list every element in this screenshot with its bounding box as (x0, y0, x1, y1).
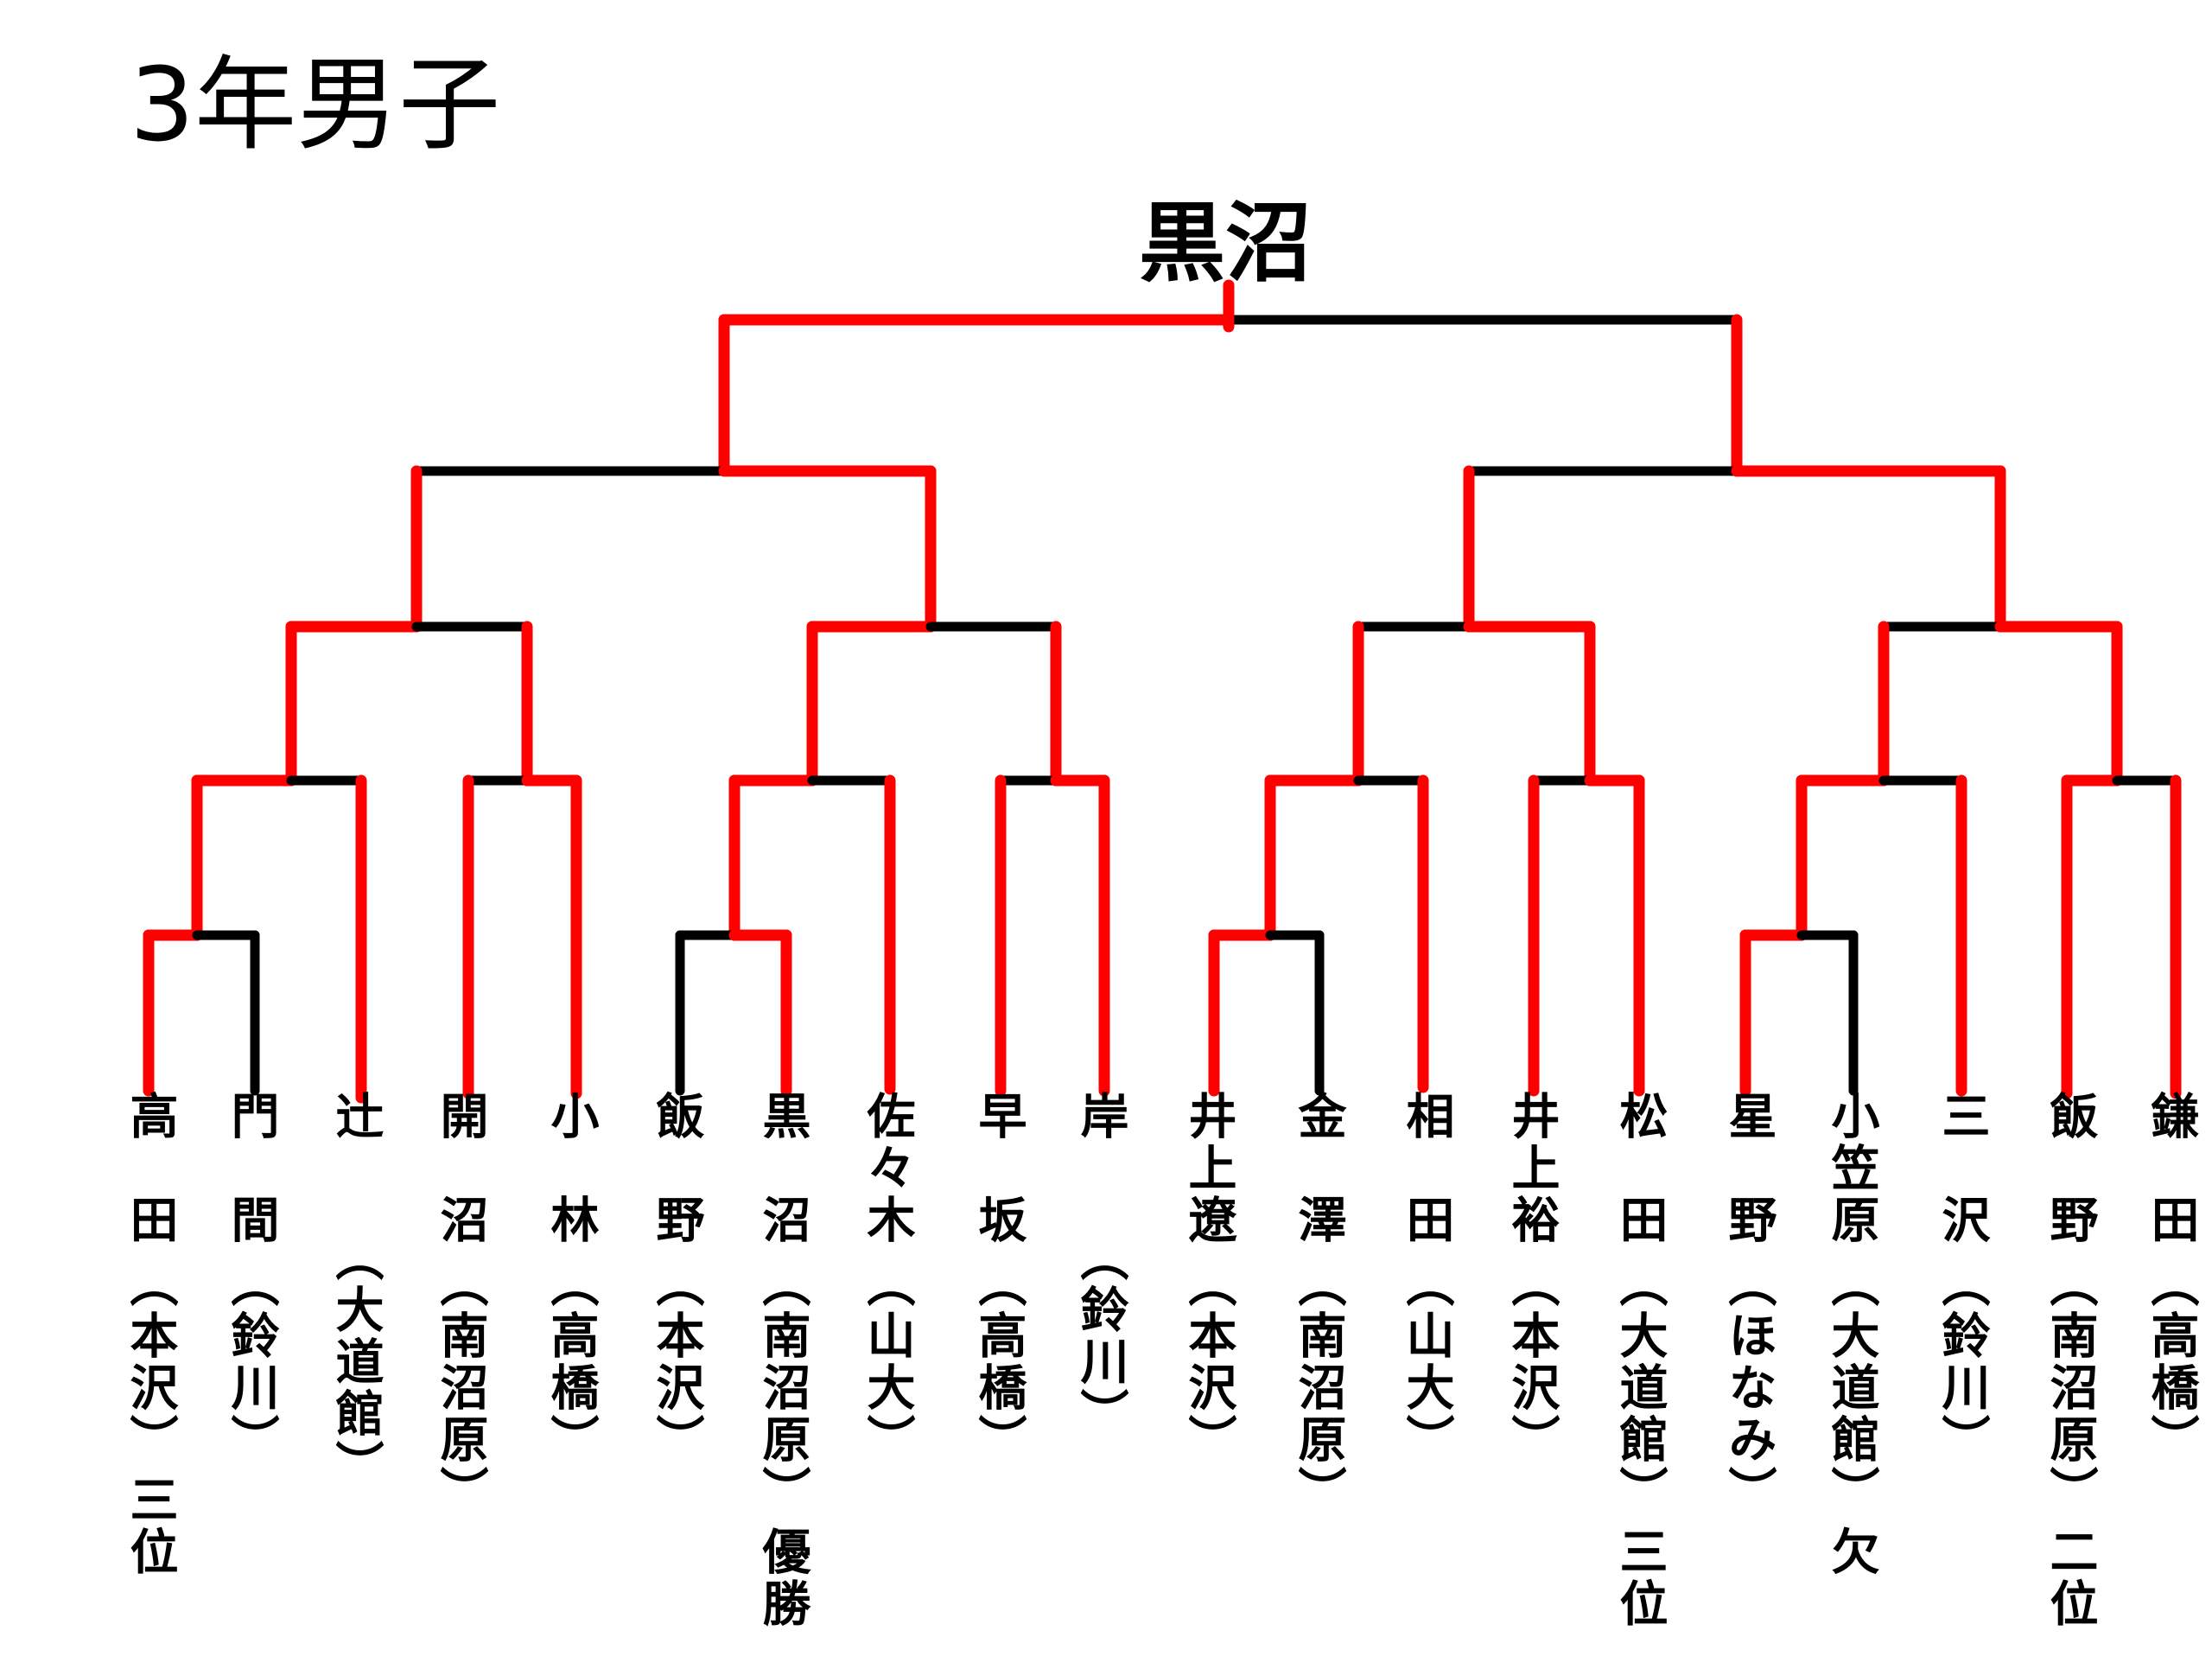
entrant: 黒 沼 （南沼原） 優勝 (747, 1091, 817, 1630)
entrant: 小笠原 （大道館） 欠 (1816, 1091, 1885, 1578)
entrant: 辻 （大道館） (321, 1091, 390, 1500)
entrant-result: 三位 (1611, 1526, 1668, 1630)
entrant-result: 三位 (122, 1475, 178, 1578)
entrant-school: （南沼原） (2042, 1258, 2098, 1518)
entrant-name: 飯 野 (2042, 1091, 2098, 1246)
entrant-school: （高橋） (543, 1258, 599, 1466)
entrant-school: （山大） (1398, 1258, 1454, 1466)
entrant-school: （鈴川） (1934, 1258, 1990, 1466)
entrant-result: 欠 (1823, 1526, 1879, 1578)
champion-label: 黒沼 (1139, 193, 1312, 294)
entrant: 小 林 （高橋） (536, 1091, 605, 1475)
entrant-name: 辻 (327, 1091, 384, 1143)
entrant-school: （本沢） (1180, 1258, 1236, 1466)
entrant-school: （ほなみ） (1720, 1258, 1777, 1518)
entrant-school: （山大） (859, 1258, 915, 1466)
entrant: 門 間 （鈴川） (216, 1091, 285, 1475)
entrant: 三 沢 （鈴川） (1927, 1091, 1996, 1475)
entrant-name: 開 沼 (432, 1091, 488, 1246)
entrant-result: 優勝 (754, 1526, 810, 1630)
entrant-school: （本沢） (648, 1258, 704, 1466)
entrant-school: （高橋） (2143, 1258, 2199, 1466)
entrant-name: 井上裕 (1503, 1091, 1560, 1246)
entrant-name: 飯 野 (648, 1091, 704, 1246)
entrant-name: 星 野 (1720, 1091, 1777, 1246)
entrant: 岸 （鈴川） (1065, 1091, 1135, 1449)
entrant: 早 坂 （高橋） (963, 1091, 1033, 1475)
entrant-name: 黒 沼 (754, 1091, 810, 1246)
entrant: 井上遼 （本沢） (1173, 1091, 1243, 1475)
entrant-school: （本沢） (122, 1258, 178, 1466)
entrant: 相 田 （山大） (1391, 1091, 1460, 1475)
entrant-school: （南沼原） (754, 1258, 810, 1518)
entrant-name: 松 田 (1611, 1091, 1668, 1246)
entrant-name: 井上遼 (1180, 1091, 1236, 1246)
entrant-school: （南沼原） (432, 1258, 488, 1518)
entrant: 鎌 田 （高橋） (2136, 1091, 2205, 1475)
entrant-name: 早 坂 (970, 1091, 1027, 1246)
entrant-name: 岸 (1072, 1091, 1128, 1143)
entrant-name: 小 林 (543, 1091, 599, 1246)
entrant: 高 田 （本沢） 三位 (115, 1091, 184, 1578)
entrant: 松 田 （大道館） 三位 (1605, 1091, 1674, 1630)
entrant-result: 二位 (2042, 1526, 2098, 1630)
entrant-name: 高 田 (122, 1091, 178, 1246)
entrant-school: （本沢） (1503, 1258, 1560, 1466)
entrant-name: 三 沢 (1934, 1091, 1990, 1246)
entrant: 佐々木 （山大） (852, 1091, 921, 1475)
entrant: 金 澤 （南沼原） (1283, 1091, 1352, 1526)
entrant-name: 鎌 田 (2143, 1091, 2199, 1246)
entrant-school: （鈴川） (223, 1258, 279, 1466)
entrant: 開 沼 （南沼原） (425, 1091, 494, 1526)
entrant: 井上裕 （本沢） (1497, 1091, 1566, 1475)
page-title: 3年男子 (130, 45, 501, 164)
entrant-school: （大道館） (327, 1233, 384, 1492)
entrant-school: （鈴川） (1072, 1233, 1128, 1440)
entrant-school: （大道館） (1823, 1258, 1879, 1518)
entrant: 飯 野 （本沢） (641, 1091, 710, 1475)
entrant-name: 相 田 (1398, 1091, 1454, 1246)
entrant-name: 小笠原 (1823, 1091, 1879, 1246)
entrant-name: 金 澤 (1290, 1091, 1346, 1246)
entrant: 飯 野 （南沼原） 二位 (2035, 1091, 2104, 1630)
entrant-name: 佐々木 (859, 1091, 915, 1246)
entrant-school: （高橋） (970, 1258, 1027, 1466)
entrant-school: （南沼原） (1290, 1258, 1346, 1518)
entrant-school: （大道館） (1611, 1258, 1668, 1518)
entrant-name: 門 間 (223, 1091, 279, 1246)
entrant: 星 野 （ほなみ） (1713, 1091, 1783, 1526)
